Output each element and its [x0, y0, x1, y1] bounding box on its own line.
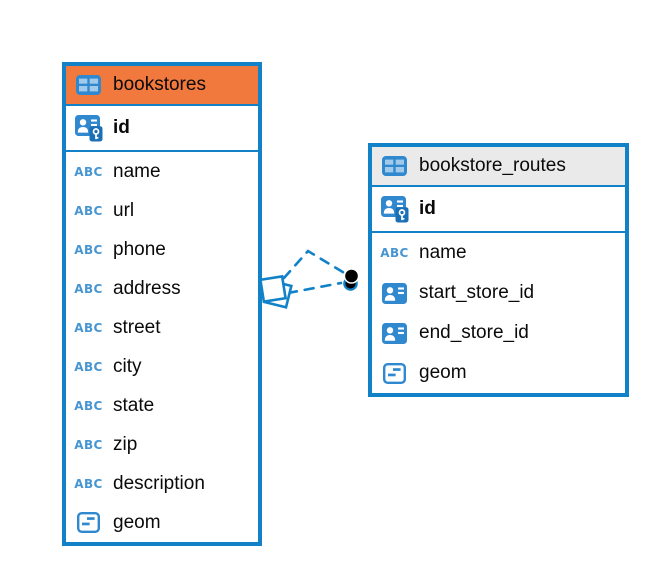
text-icon-glyph: ABC: [74, 242, 103, 257]
column-row-street[interactable]: ABC street: [66, 308, 258, 347]
text-icon-glyph: ABC: [74, 359, 103, 374]
geometry-icon: [378, 362, 411, 384]
relationship-edges[interactable]: [282, 249, 348, 295]
column-name: phone: [113, 238, 166, 260]
column-row-start_store_id[interactable]: start_store_id: [372, 273, 625, 313]
column-row-geom[interactable]: geom: [66, 503, 258, 542]
column-name: url: [113, 199, 135, 221]
table-title: bookstores: [113, 74, 206, 95]
geometry-icon: [72, 512, 105, 533]
column-row-description[interactable]: ABC description: [66, 464, 258, 503]
primary-key-icon: [72, 114, 105, 142]
table-header[interactable]: bookstores: [66, 66, 258, 106]
column-row-name[interactable]: ABC name: [66, 152, 258, 191]
column-name: street: [113, 316, 161, 338]
column-row-name[interactable]: ABC name: [372, 233, 625, 273]
reference-icon: [378, 322, 411, 344]
primary-key-icon: [378, 195, 411, 223]
reference-icon: [378, 282, 411, 304]
text-icon: ABC: [72, 244, 105, 256]
column-row-id[interactable]: id: [66, 106, 258, 150]
key-columns-section: id: [66, 106, 258, 152]
column-name: zip: [113, 433, 138, 455]
column-name: city: [113, 355, 142, 377]
text-icon: ABC: [72, 283, 105, 295]
column-row-address[interactable]: ABC address: [66, 269, 258, 308]
text-icon-glyph: ABC: [74, 437, 103, 452]
table-icon: [72, 75, 105, 95]
text-icon-glyph: ABC: [380, 246, 409, 260]
text-icon: ABC: [378, 247, 411, 259]
text-icon: ABC: [72, 205, 105, 217]
relationship-edge-1: [282, 249, 348, 280]
column-name: geom: [113, 511, 161, 533]
column-name: address: [113, 277, 181, 299]
text-icon: ABC: [72, 322, 105, 334]
column-row-city[interactable]: ABC city: [66, 347, 258, 386]
column-name: start_store_id: [419, 282, 535, 303]
column-row-state[interactable]: ABC state: [66, 386, 258, 425]
column-name: state: [113, 394, 155, 416]
table-title: bookstore_routes: [419, 155, 566, 176]
one-side-dot-marker: [343, 268, 360, 291]
text-icon: ABC: [72, 439, 105, 451]
column-row-geom[interactable]: geom: [372, 353, 625, 393]
column-name: id: [419, 198, 436, 219]
text-icon-glyph: ABC: [74, 281, 103, 296]
table-header[interactable]: bookstore_routes: [372, 147, 625, 187]
text-icon-glyph: ABC: [74, 398, 103, 413]
text-icon: ABC: [72, 166, 105, 178]
text-icon: ABC: [72, 478, 105, 490]
column-name: id: [113, 117, 130, 138]
text-icon-glyph: ABC: [74, 203, 103, 218]
column-row-zip[interactable]: ABC zip: [66, 425, 258, 464]
column-row-id[interactable]: id: [372, 187, 625, 231]
relationship-edge-2: [286, 281, 343, 295]
column-row-end_store_id[interactable]: end_store_id: [372, 313, 625, 353]
table-icon: [378, 156, 411, 176]
text-icon-glyph: ABC: [74, 320, 103, 335]
column-name: geom: [419, 362, 467, 383]
column-name: name: [419, 242, 467, 263]
column-name: end_store_id: [419, 322, 529, 343]
column-row-url[interactable]: ABC url: [66, 191, 258, 230]
text-icon-glyph: ABC: [74, 476, 103, 491]
text-icon: ABC: [72, 361, 105, 373]
column-row-phone[interactable]: ABC phone: [66, 230, 258, 269]
column-name: name: [113, 160, 161, 182]
text-icon: ABC: [72, 400, 105, 412]
many-side-diamond-marker: [258, 274, 293, 309]
text-icon-glyph: ABC: [74, 164, 103, 179]
key-columns-section: id: [372, 187, 625, 233]
column-name: description: [113, 472, 205, 494]
